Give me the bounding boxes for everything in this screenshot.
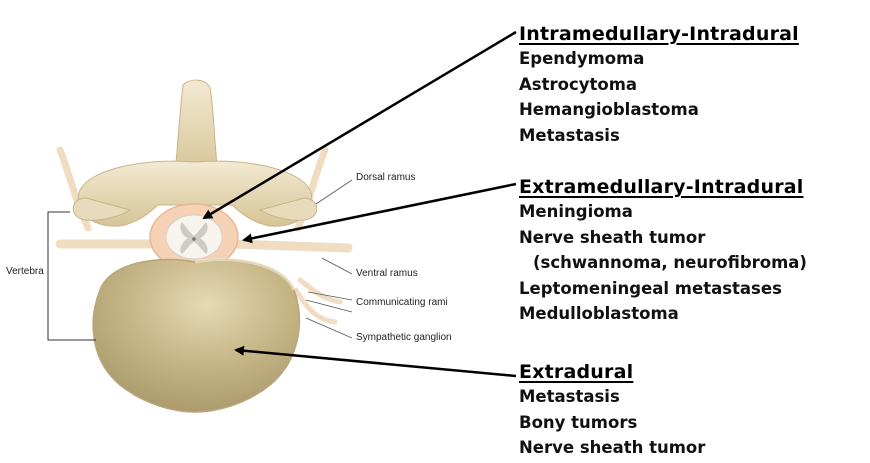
list-item: (schwannoma, neurofibroma) xyxy=(519,250,807,276)
group-extradural: Extradural Metastasis Bony tumors Nerve … xyxy=(519,360,705,461)
label-vertebra: Vertebra xyxy=(6,266,44,277)
label-dorsal-ramus: Dorsal ramus xyxy=(356,172,415,183)
group-intramedullary: Intramedullary-Intradural Ependymoma Ast… xyxy=(519,22,799,148)
list-item: Medulloblastoma xyxy=(519,301,807,327)
group-title-extradural: Extradural xyxy=(519,360,705,384)
label-ventral-ramus: Ventral ramus xyxy=(356,268,418,279)
list-item: Leptomeningeal metastases xyxy=(519,276,807,302)
list-item: Metastasis xyxy=(519,123,799,149)
list-item: Metastasis xyxy=(519,384,705,410)
list-item: Nerve sheath tumor xyxy=(519,225,807,251)
label-communicating-rami: Communicating rami xyxy=(356,297,448,308)
list-item: Nerve sheath tumor xyxy=(519,435,705,461)
spinal-cord xyxy=(166,215,222,259)
list-item: Astrocytoma xyxy=(519,72,799,98)
list-item: Bony tumors xyxy=(519,410,705,436)
list-item: Hemangioblastoma xyxy=(519,97,799,123)
group-extramedullary: Extramedullary-Intradural Meningioma Ner… xyxy=(519,175,807,327)
group-title-extramedullary: Extramedullary-Intradural xyxy=(519,175,807,199)
group-title-intramedullary: Intramedullary-Intradural xyxy=(519,22,799,46)
list-item: Meningioma xyxy=(519,199,807,225)
label-sympathetic-ganglion: Sympathetic ganglion xyxy=(356,332,452,343)
list-item: Ependymoma xyxy=(519,46,799,72)
